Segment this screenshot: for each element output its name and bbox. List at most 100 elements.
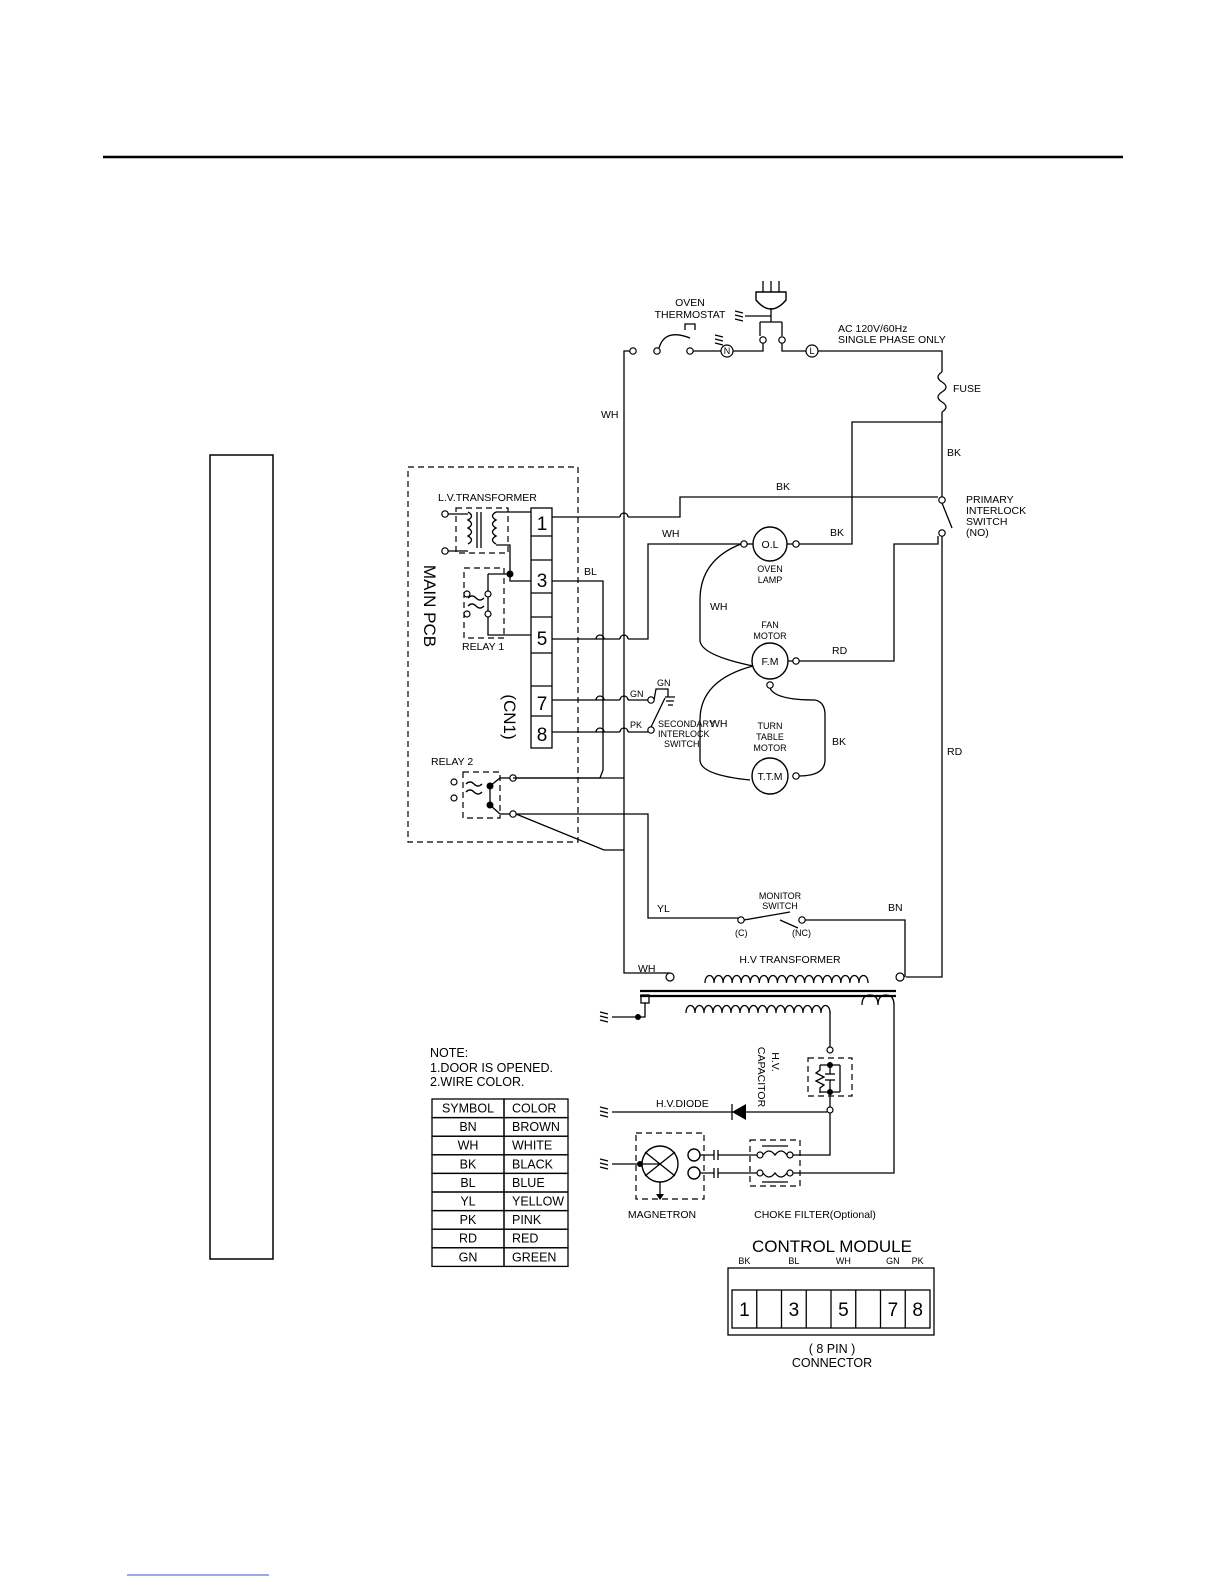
table-row: BN BROWN: [431, 1116, 569, 1137]
svg-text:MONITOR: MONITOR: [759, 891, 802, 901]
secondary-interlock-switch: GN PK GN SECONDARY INTERLOCK SWITCH: [552, 678, 715, 749]
svg-text:WH: WH: [710, 718, 728, 730]
svg-text:BN: BN: [888, 902, 903, 914]
table-cell-color: COLOR: [512, 1102, 556, 1116]
note-block: NOTE: 1.DOOR IS OPENED. 2.WIRE COLOR.: [430, 1046, 553, 1089]
svg-text:FAN: FAN: [761, 620, 779, 630]
svg-text:SWITCH: SWITCH: [762, 901, 798, 911]
table-cell-color: BROWN: [512, 1120, 560, 1134]
control-module-wire-label: GN: [886, 1256, 900, 1266]
svg-text:H.V.DIODE: H.V.DIODE: [656, 1098, 709, 1110]
svg-text:WH: WH: [601, 409, 619, 421]
svg-text:THERMOSTAT: THERMOSTAT: [655, 309, 726, 321]
cn1-pin-8: 8: [537, 725, 548, 746]
table-cell-symbol: GN: [459, 1250, 478, 1264]
svg-text:(NO): (NO): [966, 527, 989, 539]
control-module-pin: 3: [789, 1300, 800, 1321]
svg-text:BK: BK: [947, 447, 961, 459]
svg-text:SECONDARY: SECONDARY: [658, 719, 715, 729]
table-cell-color: WHITE: [512, 1139, 552, 1153]
svg-text:CHOKE FILTER(Optional): CHOKE FILTER(Optional): [754, 1209, 876, 1221]
svg-text:GN: GN: [630, 689, 644, 699]
relay-1: RELAY 1: [462, 567, 531, 653]
main-pcb-box: [407, 466, 579, 843]
choke-filter: CHOKE FILTER(Optional): [749, 1139, 876, 1221]
control-module-pin: 8: [912, 1300, 923, 1321]
relay-2: RELAY 2: [431, 756, 517, 819]
table-cell-symbol: BN: [459, 1120, 476, 1134]
table-cell-symbol: RD: [459, 1232, 477, 1246]
table-cell-color: YELLOW: [512, 1195, 564, 1209]
svg-text:H.V.: H.V.: [769, 1052, 781, 1071]
table-header-row: SYMBOL COLOR: [431, 1098, 569, 1119]
control-module-pin: 5: [838, 1300, 849, 1321]
cn1-pin-3: 3: [537, 571, 548, 592]
line-symbol: L: [809, 346, 814, 356]
turntable-motor: TURN TABLE MOTOR T.T.M: [751, 721, 800, 795]
svg-text:MOTOR: MOTOR: [753, 631, 787, 641]
cn1-pin-5: 5: [537, 629, 548, 650]
table-cell-symbol: SYMBOL: [442, 1102, 494, 1116]
svg-text:OVEN: OVEN: [675, 297, 705, 309]
svg-text:PRIMARY: PRIMARY: [966, 494, 1014, 506]
table-cell-symbol: WH: [458, 1139, 479, 1153]
cn1-pin-7: 7: [537, 694, 548, 715]
svg-text:2.WIRE COLOR.: 2.WIRE COLOR.: [430, 1075, 524, 1089]
svg-text:OVEN: OVEN: [757, 564, 783, 574]
svg-text:MAGNETRON: MAGNETRON: [628, 1209, 696, 1221]
hv-diode: H.V.DIODE: [599, 1098, 827, 1120]
svg-text:H.V TRANSFORMER: H.V TRANSFORMER: [739, 954, 841, 966]
svg-text:WH: WH: [638, 963, 656, 975]
svg-text:PK: PK: [630, 720, 642, 730]
control-module-pin: 1: [739, 1300, 750, 1321]
svg-text:RELAY 2: RELAY 2: [431, 756, 473, 768]
cn1-pin-1: 1: [537, 514, 548, 535]
control-module-pin: 7: [888, 1300, 899, 1321]
svg-text:O.L: O.L: [762, 539, 779, 551]
power-plug-icon: [734, 281, 787, 336]
svg-text:TABLE: TABLE: [756, 732, 784, 742]
svg-text:BK: BK: [776, 481, 790, 493]
svg-text:T.T.M: T.T.M: [757, 771, 782, 783]
oven-lamp: O.L OVEN LAMP: [740, 526, 800, 585]
svg-text:INTERLOCK: INTERLOCK: [658, 729, 710, 739]
cn1-connector: 1 3 5 7 8: [530, 507, 553, 749]
svg-text:BK: BK: [832, 736, 846, 748]
svg-text:RELAY 1: RELAY 1: [462, 641, 504, 653]
svg-text:CAPACITOR: CAPACITOR: [755, 1047, 767, 1108]
svg-text:BL: BL: [584, 566, 597, 578]
svg-text:RD: RD: [947, 746, 963, 758]
svg-text:LAMP: LAMP: [758, 575, 783, 585]
svg-text:F.M: F.M: [762, 656, 779, 668]
neutral-symbol: N: [724, 346, 731, 356]
table-cell-color: GREEN: [512, 1250, 556, 1264]
control-module-wire-label: PK: [912, 1256, 924, 1266]
main-pcb-label: MAIN PCB: [420, 565, 439, 647]
svg-text:SWITCH: SWITCH: [664, 739, 700, 749]
power-source-label: AC 120V/60Hz: [838, 323, 907, 335]
table-row: WH WHITE: [431, 1135, 569, 1156]
table-cell-color: BLUE: [512, 1176, 545, 1190]
side-box: [209, 454, 274, 1260]
control-module-wire-label: WH: [836, 1256, 851, 1266]
primary-interlock-switch: PRIMARY INTERLOCK SWITCH (NO): [938, 494, 1026, 539]
svg-text:(NC): (NC): [792, 928, 811, 938]
svg-text:(C): (C): [735, 928, 748, 938]
table-cell-color: PINK: [512, 1213, 542, 1227]
table-row: YL YELLOW: [431, 1191, 569, 1212]
table-cell-symbol: YL: [460, 1195, 475, 1209]
svg-text:1.DOOR IS OPENED.: 1.DOOR IS OPENED.: [430, 1061, 553, 1075]
svg-text:NOTE:: NOTE:: [430, 1046, 468, 1060]
svg-text:CONTROL MODULE: CONTROL MODULE: [752, 1237, 912, 1256]
svg-text:WH: WH: [710, 601, 728, 613]
table-cell-color: BLACK: [512, 1157, 554, 1171]
svg-text:TURN: TURN: [758, 721, 783, 731]
svg-text:L.V.TRANSFORMER: L.V.TRANSFORMER: [438, 492, 537, 504]
lv-transformer: L.V.TRANSFORMER: [438, 492, 537, 578]
fuse: FUSE: [937, 371, 981, 413]
